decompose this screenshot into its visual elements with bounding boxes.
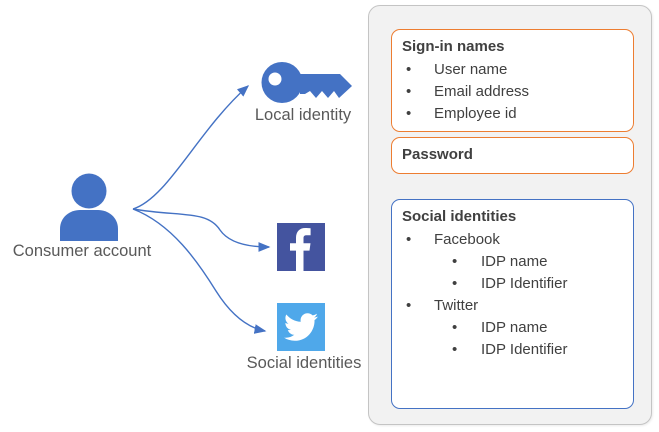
facebook-f-glyph [290, 228, 311, 271]
list-item: Twitter [402, 295, 623, 317]
social-identities-list: Facebook IDP name IDP Identifier Twitter… [402, 229, 623, 361]
list-sub-item: IDP name [402, 251, 623, 273]
list-item: Employee id [402, 103, 623, 125]
list-item: Email address [402, 81, 623, 103]
arrow-to-twitter [132, 208, 267, 334]
social-identities-label: Social identities [246, 354, 362, 372]
password-box: Password [391, 137, 634, 174]
twitter-icon [277, 303, 325, 351]
social-identities-box: Social identities Facebook IDP name IDP … [391, 199, 634, 409]
signin-names-title: Sign-in names [402, 38, 505, 55]
consumer-account-label: Consumer account [12, 242, 152, 260]
key-icon [261, 62, 352, 103]
list-sub-item: IDP Identifier [402, 273, 623, 295]
arrow-to-local-identity [132, 85, 250, 210]
list-item: Facebook [402, 229, 623, 251]
list-sub-item: IDP name [402, 317, 623, 339]
person-icon [60, 173, 118, 241]
twitter-bird-glyph [284, 313, 318, 341]
local-identity-label: Local identity [254, 106, 352, 124]
account-details-panel: Sign-in names User name Email address Em… [368, 5, 652, 425]
list-item: User name [402, 59, 623, 81]
facebook-icon [277, 223, 325, 271]
social-identities-title: Social identities [402, 208, 517, 225]
signin-names-box: Sign-in names User name Email address Em… [391, 29, 634, 132]
list-sub-item: IDP Identifier [402, 339, 623, 361]
signin-names-list: User name Email address Employee id [402, 59, 623, 125]
password-title: Password [402, 146, 473, 163]
